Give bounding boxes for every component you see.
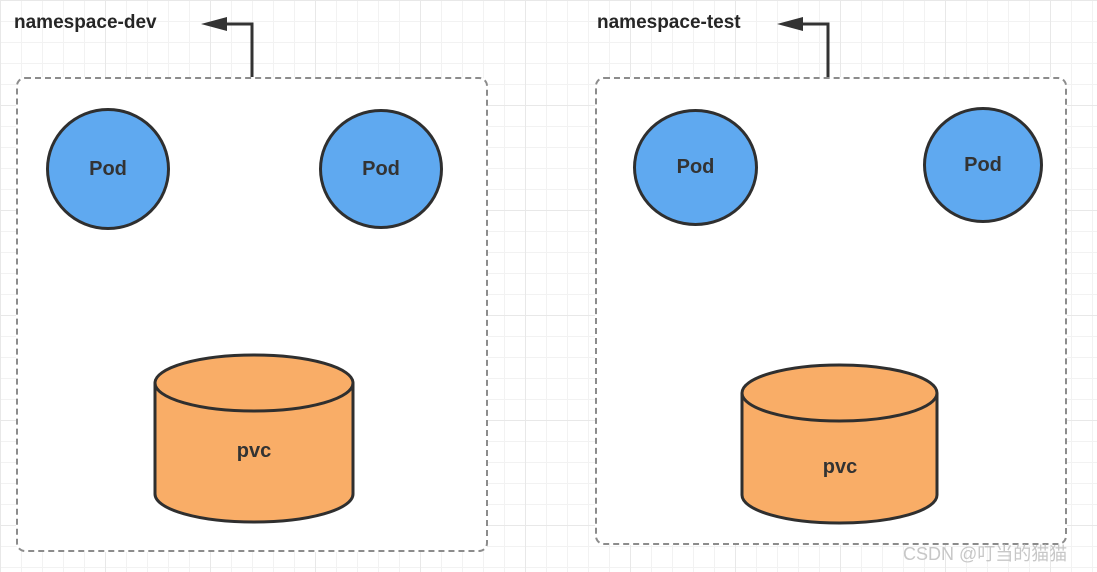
pvc-label: pvc <box>236 440 272 462</box>
arrow-line <box>801 22 830 77</box>
pod-circle: Pod <box>633 109 758 226</box>
namespace-dev-label: namespace-dev <box>14 12 157 33</box>
pod-circle: Pod <box>319 109 443 229</box>
arrow-head-icon <box>201 17 227 31</box>
watermark: CSDN @叮当的猫猫 <box>903 544 1068 564</box>
pod-label: Pod <box>964 153 1002 176</box>
pod-circle: Pod <box>923 107 1043 223</box>
pod-label: Pod <box>362 157 400 180</box>
arrow-head-icon <box>777 17 803 31</box>
pod-label: Pod <box>89 157 127 180</box>
namespace-test-label: namespace-test <box>597 12 741 33</box>
namespace-dev-arrow <box>201 17 254 77</box>
pod-circle: Pod <box>46 108 170 230</box>
pod-label: Pod <box>676 156 715 178</box>
arrow-line <box>225 22 254 77</box>
namespace-test-arrow <box>777 17 830 77</box>
pvc-label: pvc <box>822 456 858 478</box>
